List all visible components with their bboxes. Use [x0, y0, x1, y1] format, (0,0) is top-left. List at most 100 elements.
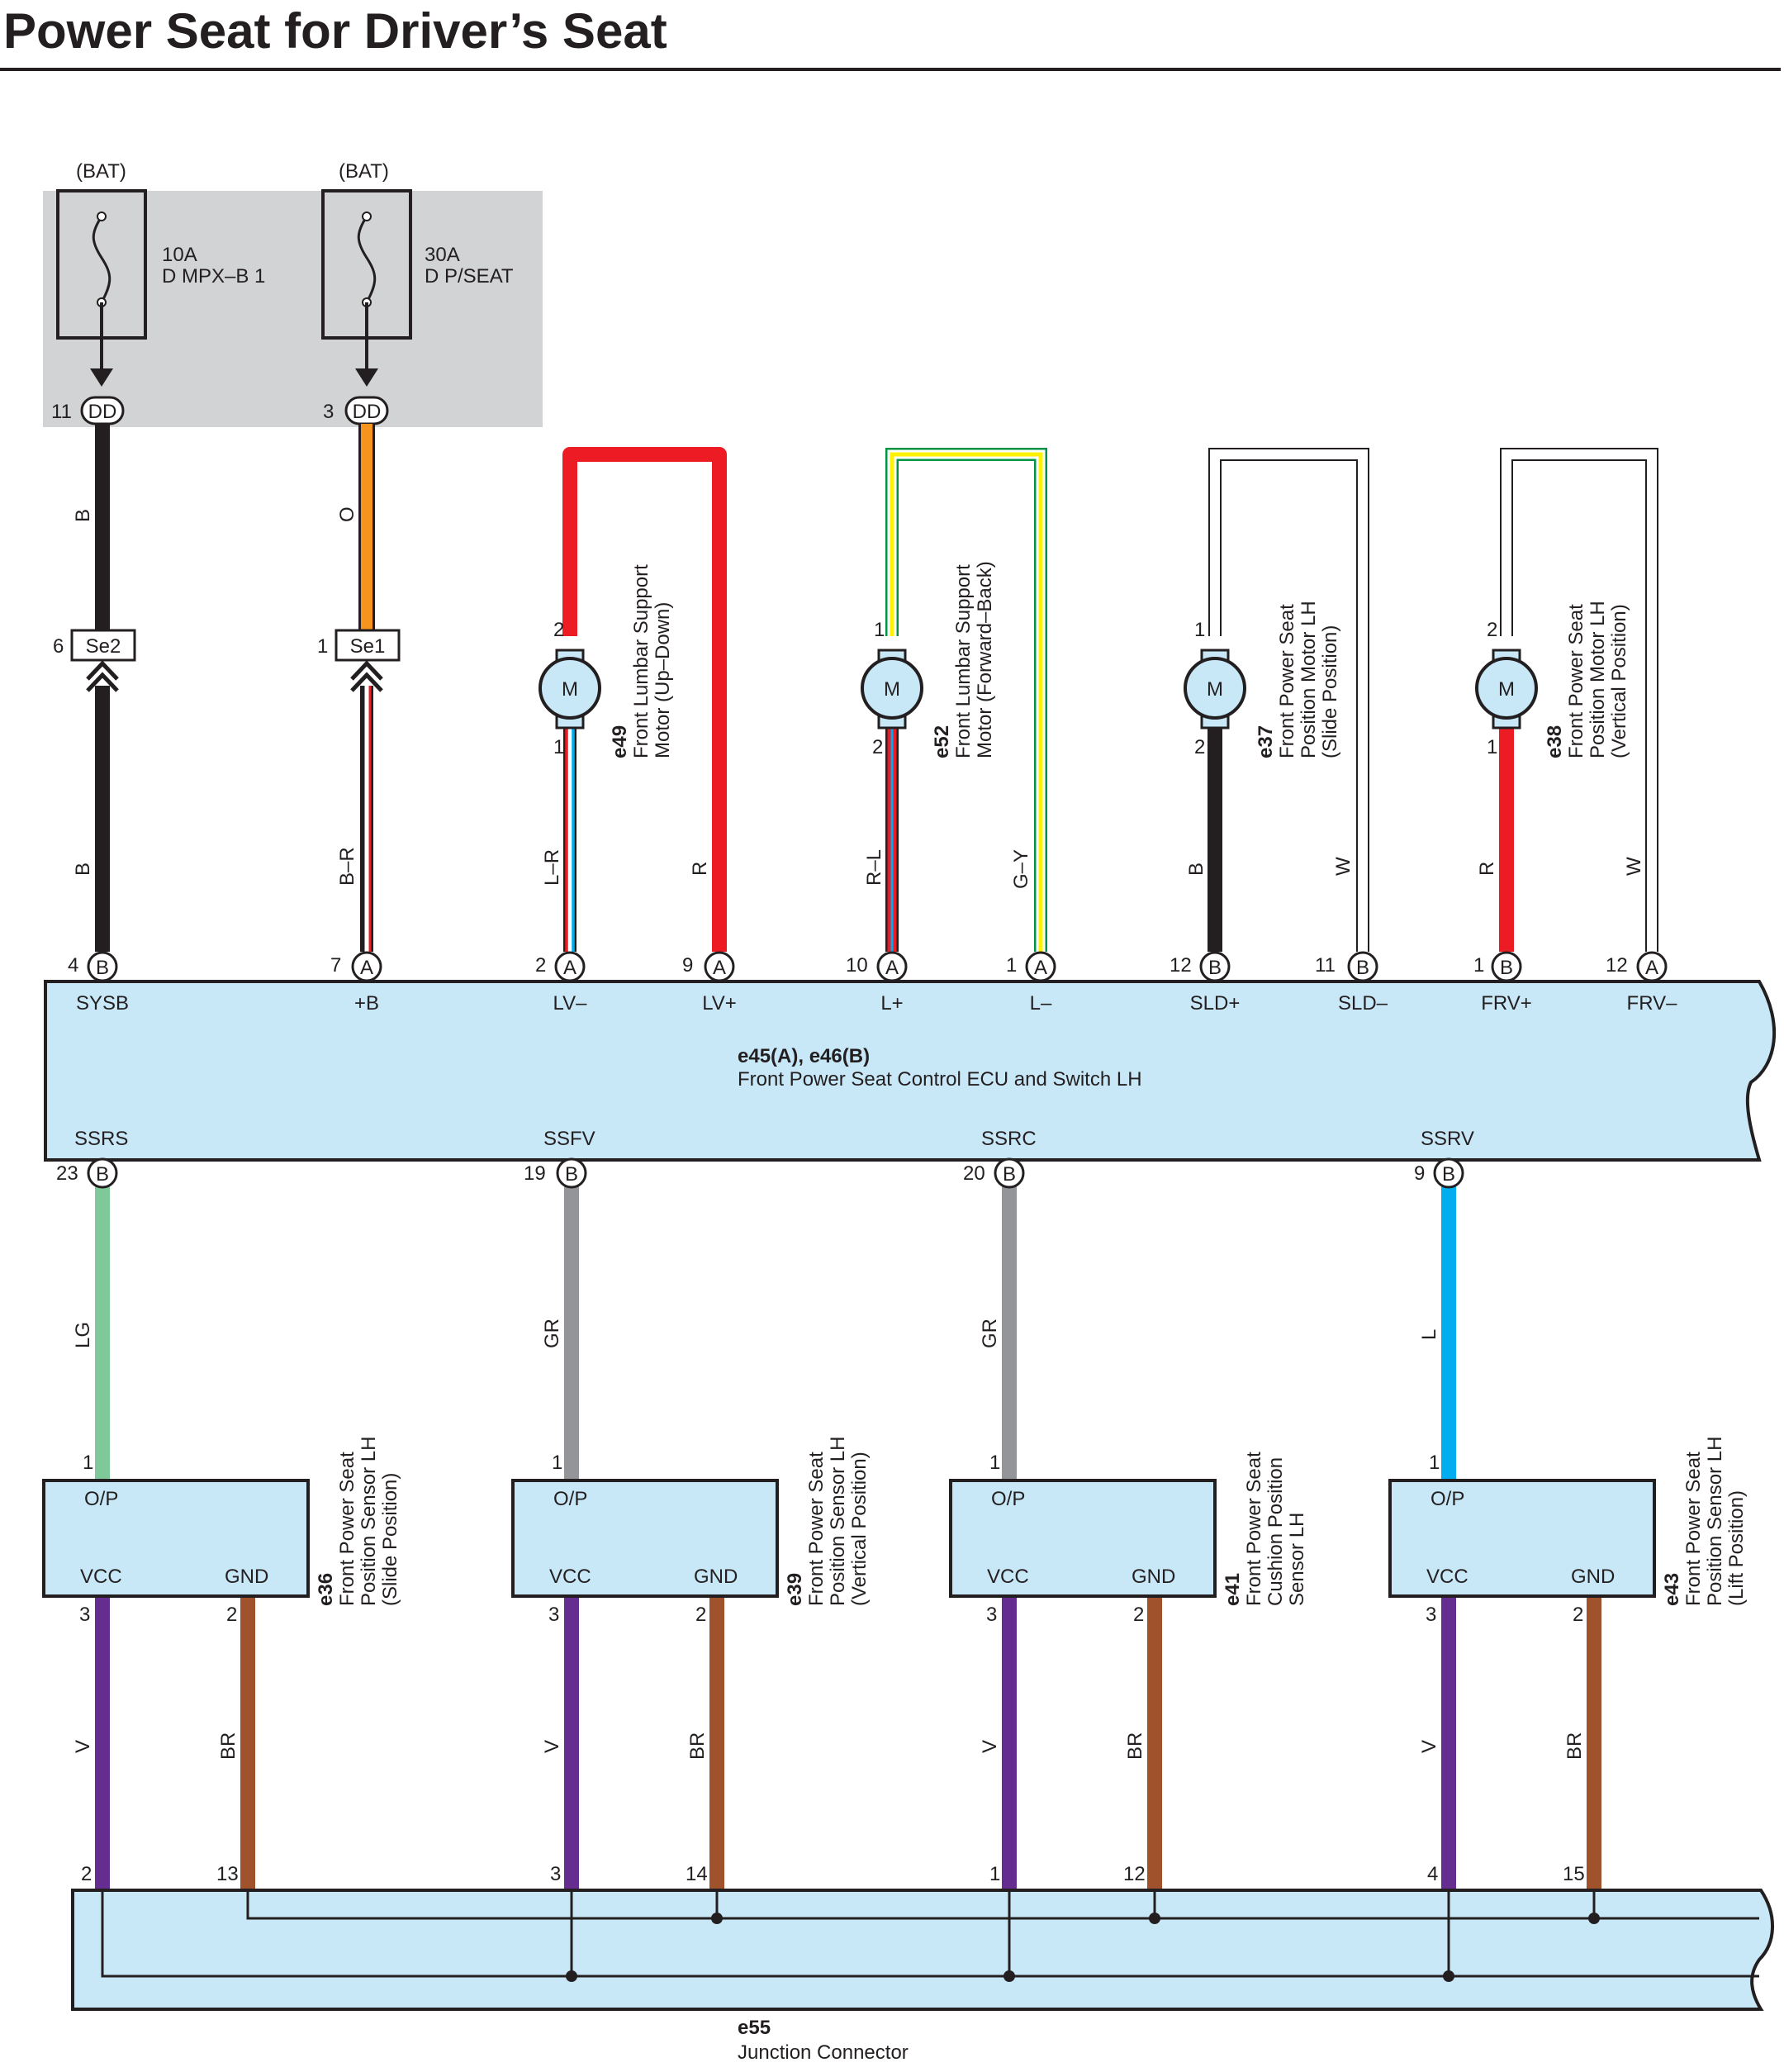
wire-labels-top: B O B B–R L–R R R–L G–Y B W R W [72, 506, 1645, 889]
terminal-circle [1199, 951, 1231, 982]
motor-icon [1184, 657, 1246, 720]
motor-e49-wiring [562, 447, 727, 952]
terminal-circle [1491, 951, 1522, 982]
sensor-gnd-label: GND [1571, 1566, 1615, 1588]
motor-desc-1: Front Lumbar Support [952, 564, 975, 758]
wire-w [1502, 449, 1657, 952]
motor-icon [1475, 657, 1538, 720]
terminal-label: +B [354, 992, 379, 1015]
terminal-connector: B [565, 1163, 578, 1186]
sensor-op-label: O/P [1431, 1488, 1464, 1510]
sensor-desc-3: Sensor LH [1286, 1513, 1308, 1606]
sensor-box [949, 1479, 1217, 1598]
motor-pin-top: 1 [1194, 619, 1205, 641]
motor-e49: 2 M 1 e49 Front Lumbar Support Motor (Up… [539, 564, 674, 758]
splice-dot-icon [711, 1913, 723, 1924]
terminal-label: SLD+ [1190, 992, 1241, 1015]
terminal-number: 12 [1606, 954, 1628, 977]
terminal-label: SYSB [76, 992, 129, 1015]
arrow-down-icon [90, 368, 113, 387]
terminal-label: LV– [553, 992, 588, 1015]
terminal-number: 20 [963, 1162, 985, 1185]
junction-pin: 14 [686, 1863, 708, 1885]
wire-label: W [1332, 857, 1355, 876]
terminal-sld-minus: 11 B SLD– [1315, 951, 1388, 1015]
wire-label: BR [1563, 1732, 1586, 1760]
wire-g-y-stripe [890, 452, 1043, 952]
terminal-label: SSRV [1421, 1128, 1474, 1150]
sensor-desc-1: Front Power Seat [1243, 1452, 1265, 1606]
terminal-number: 12 [1170, 954, 1192, 977]
sensor-desc-3: (Slide Position) [379, 1473, 401, 1606]
vcc-bus-line [101, 1890, 1759, 1978]
terminal-sld-plus: 12 B SLD+ [1170, 951, 1241, 1015]
fuse-source: (BAT) [339, 160, 389, 183]
wire-label: G–Y [1010, 849, 1032, 889]
motor-pin-bottom: 2 [1194, 736, 1205, 758]
junction-pin: 13 [216, 1863, 239, 1885]
terminal-label: L+ [880, 992, 903, 1015]
ecu-name: Front Power Seat Control ECU and Switch … [738, 1068, 1142, 1091]
sensor-label: e36 Front Power Seat Position Sensor LH … [315, 1437, 401, 1606]
terminal-label: SSRC [981, 1128, 1037, 1150]
terminal-lv-minus: 2 A LV– [535, 951, 588, 1015]
sensor-gnd-label: GND [1132, 1566, 1175, 1588]
motor-desc-1: Front Power Seat [1276, 604, 1298, 758]
terminal-circle [554, 951, 586, 982]
terminal-number: 6 [53, 635, 64, 658]
wire-label: B–R [336, 847, 358, 886]
fuse-icon [92, 216, 112, 303]
junction-pins: 2 13 3 14 1 12 4 15 [81, 1863, 1585, 1885]
terminal-label: FRV– [1627, 992, 1678, 1015]
wire-label: BR [217, 1732, 240, 1760]
sensor-pin-vcc: 3 [79, 1604, 90, 1626]
terminal-connector: A [1645, 957, 1658, 979]
joint-se1: 1 Se1 [317, 629, 401, 692]
motor-label: e52 Front Lumbar Support Motor (Forward–… [931, 561, 996, 758]
sensor-vcc-label: VCC [1426, 1566, 1468, 1588]
terminal-circle [87, 951, 118, 982]
terminal-label: L– [1030, 992, 1052, 1015]
terminal-circle [1347, 951, 1378, 982]
splice-dot-icon [1443, 1970, 1454, 1982]
fuse-name: D P/SEAT [425, 265, 514, 288]
sensor-desc-3: (Lift Position) [1725, 1490, 1748, 1606]
wire-w [1210, 449, 1368, 952]
motor-label: e49 Front Lumbar Support Motor (Up–Down) [609, 564, 674, 758]
chevron-up-icon [86, 660, 119, 692]
terminal-connector: B [1208, 957, 1222, 979]
sensor-label: e41 Front Power Seat Cushion Position Se… [1222, 1452, 1308, 1606]
wire-label: V [72, 1740, 94, 1753]
motor-desc-2: Position Motor LH [1298, 601, 1320, 758]
splice-dot-icon [1588, 1913, 1600, 1924]
terminal-connector: A [713, 957, 726, 979]
joint-box [334, 629, 401, 662]
terminal-frv-plus: 1 B FRV+ [1473, 951, 1532, 1015]
terminal-circle [1636, 951, 1668, 982]
wire-label: R [689, 862, 711, 876]
terminal-connector: A [885, 957, 899, 979]
ecu-code: e45(A), e46(B) [738, 1045, 870, 1067]
wire-r [562, 447, 727, 952]
wire-label: BR [1124, 1732, 1146, 1760]
sensor-desc-2: Position Sensor LH [1704, 1437, 1726, 1606]
arrow-down-icon [355, 368, 378, 387]
terminal-circle [1433, 1157, 1464, 1189]
terminal-connector: B [1500, 957, 1513, 979]
page-title: Power Seat for Driver’s Seat [3, 3, 667, 59]
terminal-circle [87, 1157, 118, 1189]
terminal-sysb: 4 B SYSB [68, 951, 129, 1015]
terminal-circle [994, 1157, 1025, 1189]
terminal-number: 9 [1414, 1162, 1425, 1185]
junction-code: e55 [738, 2017, 771, 2039]
joint-box [70, 629, 136, 662]
sensor-label: e43 Front Power Seat Position Sensor LH … [1661, 1437, 1748, 1606]
motor-desc-3: (Vertical Position) [1608, 604, 1630, 758]
wire-label: L–R [541, 849, 563, 886]
motor-pin-bottom: 1 [1487, 736, 1497, 758]
terminal-l-plus: 10 A L+ [846, 951, 908, 1015]
sensor-code: e36 [315, 1573, 337, 1606]
motor-symbol: M [884, 678, 900, 701]
wire-label: B [72, 509, 94, 522]
sensor-desc-2: Cushion Position [1264, 1457, 1287, 1606]
